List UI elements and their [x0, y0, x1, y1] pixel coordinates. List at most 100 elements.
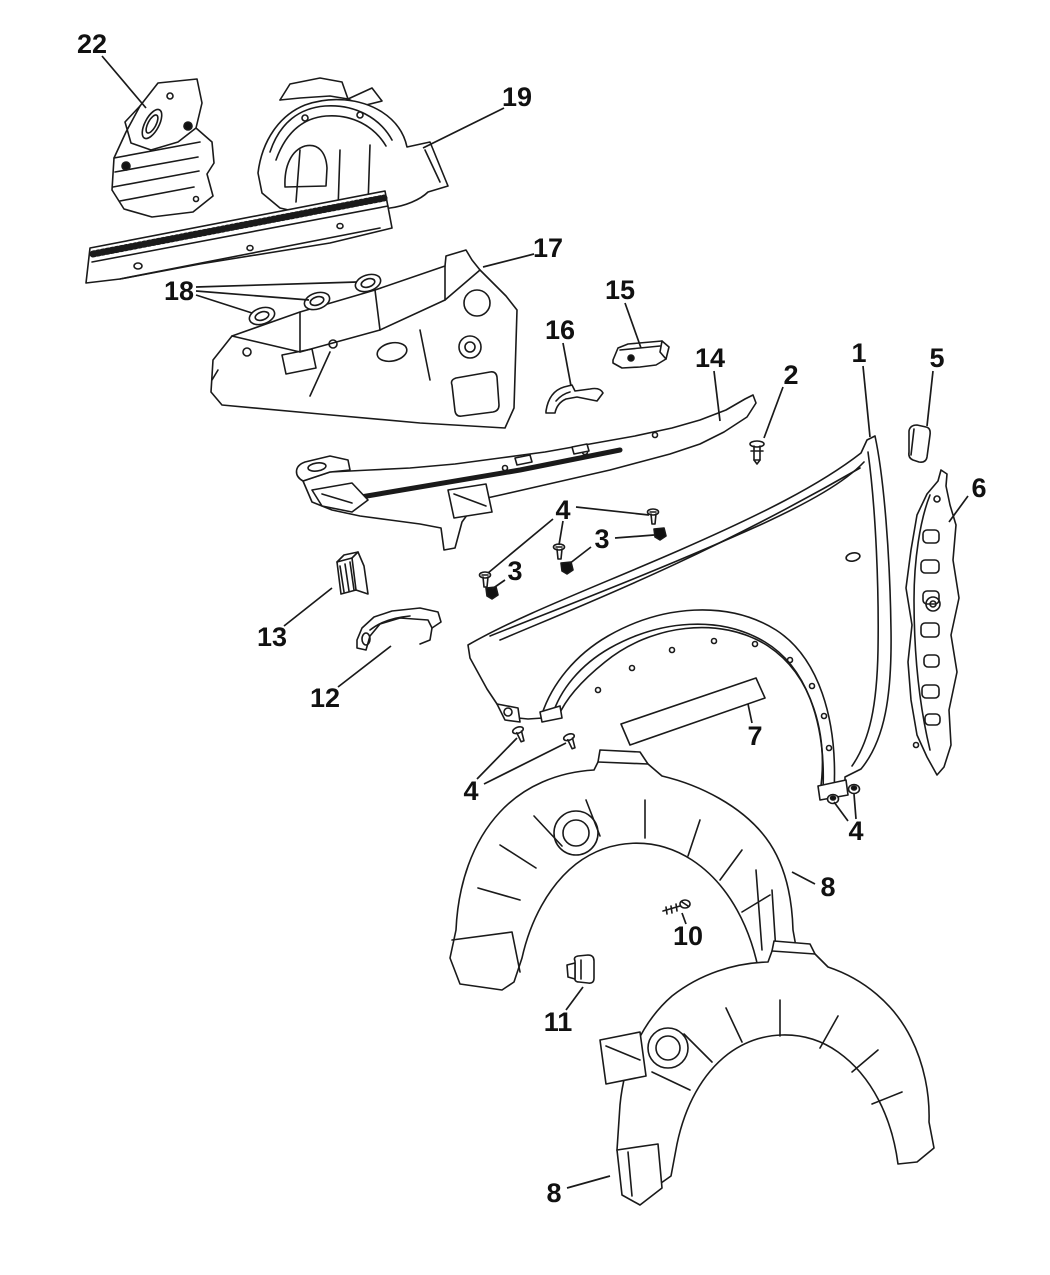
leader-line: [562, 342, 572, 387]
wheelhouse-panel: [257, 77, 449, 216]
leader-line: [614, 534, 655, 539]
callout-number: 19: [502, 82, 532, 112]
callout-number: 5: [929, 343, 944, 373]
callout-12-15: 12: [310, 645, 392, 713]
leader-line: [791, 871, 816, 885]
callout-number: 4: [463, 776, 478, 806]
callout-number: 1: [851, 338, 866, 368]
screw-4d: [511, 725, 525, 743]
leader-line: [195, 281, 358, 288]
leader-line: [195, 290, 310, 301]
callout-number: 14: [695, 343, 725, 373]
callout-14-6: 14: [695, 343, 725, 422]
pad-5: [908, 424, 931, 463]
callout-number: 13: [257, 622, 287, 652]
leader-line: [483, 742, 567, 785]
callout-11-21: 11: [544, 986, 584, 1037]
callout-22-0: 22: [77, 29, 147, 109]
callout-number: 3: [507, 556, 522, 586]
callout-number: 3: [594, 524, 609, 554]
washer-set: [248, 273, 382, 326]
leader-line: [713, 370, 721, 422]
callout-3-12: 3: [568, 524, 655, 565]
frame-rail: [85, 190, 393, 284]
leader-line: [568, 546, 592, 565]
callout-number: 10: [673, 921, 703, 951]
leader-line: [624, 302, 642, 349]
leader-line: [487, 518, 554, 574]
fasteners: [478, 440, 861, 984]
callout-2-7: 2: [763, 360, 799, 439]
leader-line: [482, 253, 535, 268]
fender: [467, 435, 892, 801]
leader-line: [283, 587, 333, 627]
callout-number: 4: [555, 495, 570, 525]
clip-3b: [560, 561, 574, 575]
callout-4-18: 4: [833, 793, 864, 846]
fender-reinforcement: [905, 469, 960, 776]
leader-line: [101, 55, 147, 109]
callout-number: 16: [545, 315, 575, 345]
callout-number: 8: [546, 1178, 561, 1208]
callout-18-3: 18: [164, 276, 358, 314]
callout-15-5: 15: [605, 275, 642, 349]
callout-16-4: 16: [545, 315, 575, 387]
leader-line: [566, 1175, 611, 1189]
screw-4c: [478, 571, 492, 588]
support-bracket-16: [545, 384, 604, 414]
callout-number: 15: [605, 275, 635, 305]
screw-10: [662, 899, 691, 915]
callout-4-17: 4: [463, 737, 567, 806]
nut-4f: [826, 793, 840, 805]
wheel-liner-front: [449, 749, 799, 991]
leader-line: [862, 365, 871, 438]
leader-line: [575, 506, 650, 516]
clip-3a: [653, 527, 667, 541]
callout-1-8: 1: [851, 338, 871, 438]
callout-7-16: 7: [747, 703, 763, 751]
bracket-15: [612, 340, 670, 369]
callout-13-14: 13: [257, 587, 333, 652]
leader-line: [833, 801, 849, 822]
callout-4-11: 4: [487, 495, 650, 574]
push-pin-2: [749, 440, 765, 465]
callout-10-20: 10: [673, 912, 703, 951]
screw-4e: [562, 732, 576, 750]
leader-line: [337, 645, 392, 688]
callout-number: 2: [783, 360, 798, 390]
leader-line: [681, 912, 687, 925]
callout-number: 22: [77, 29, 107, 59]
leader-line: [476, 737, 518, 780]
callout-number: 4: [848, 816, 863, 846]
leader-line: [926, 370, 934, 427]
splash-shield: [111, 78, 215, 218]
callout-number: 18: [164, 276, 194, 306]
screw-4b: [552, 543, 566, 560]
leader-line: [565, 986, 584, 1011]
clip-11: [566, 954, 595, 984]
callout-8-22: 8: [546, 1175, 611, 1208]
leader-line: [763, 386, 784, 439]
callout-5-9: 5: [926, 343, 945, 427]
leader-line: [747, 703, 753, 724]
callout-8-19: 8: [791, 871, 836, 902]
leader-line: [491, 579, 506, 590]
callout-19-1: 19: [422, 82, 532, 149]
leader-line: [853, 793, 857, 820]
callout-number: 6: [971, 473, 986, 503]
leader-line: [195, 294, 253, 314]
leader-line: [422, 107, 505, 149]
bracket-12: [356, 607, 442, 651]
leader-line: [558, 520, 564, 546]
callout-6-10: 6: [948, 473, 987, 523]
callout-17-2: 17: [482, 233, 563, 268]
closure-panel: [295, 394, 757, 551]
wheel-liner-rear: [599, 940, 935, 1206]
callout-number: 11: [544, 1007, 573, 1037]
apron-panel: [210, 249, 518, 429]
nut-4g: [847, 783, 861, 795]
callout-number: 17: [533, 233, 563, 263]
callout-number: 12: [310, 683, 340, 713]
